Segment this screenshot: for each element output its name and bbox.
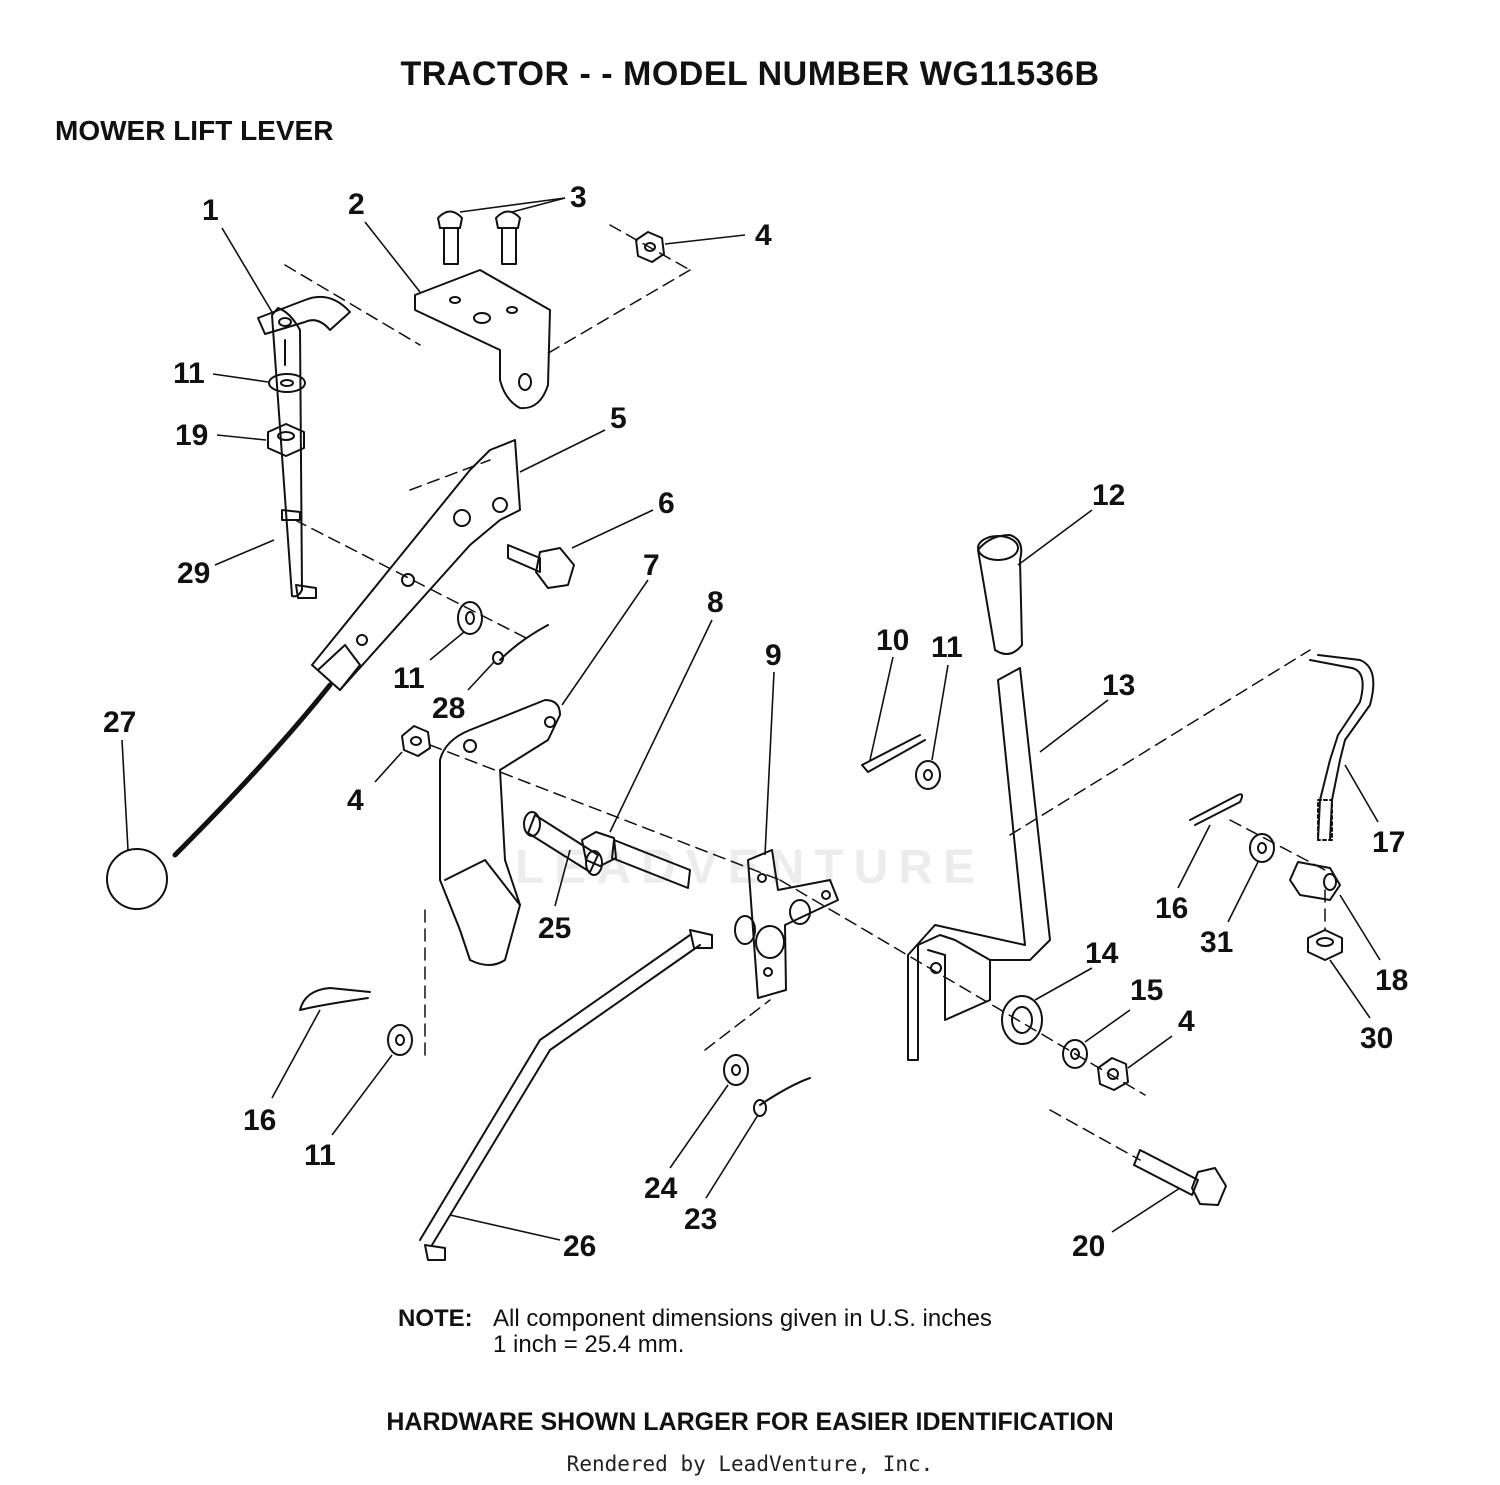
callout: 4 <box>347 784 364 817</box>
callout: 26 <box>563 1230 596 1263</box>
part-19-nut <box>267 423 305 457</box>
callout: 11 <box>304 1139 336 1172</box>
part-11-washer-b <box>457 601 483 635</box>
part-16-hairpin-b <box>299 987 371 1011</box>
callout: 3 <box>570 181 587 214</box>
part-25-spacer <box>523 811 603 876</box>
part-24-washer <box>723 1054 749 1086</box>
callout: 4 <box>755 219 772 252</box>
hardware-notice: HARDWARE SHOWN LARGER FOR EASIER IDENTIF… <box>386 1408 1114 1436</box>
callout: 10 <box>876 624 909 657</box>
callout: 6 <box>658 487 675 520</box>
part-8-bolt <box>581 831 691 889</box>
callout: 8 <box>707 586 724 619</box>
part-4-nut-right <box>1097 1057 1129 1091</box>
part-23-cotter-pin <box>759 1077 811 1106</box>
part-27-cable <box>172 682 333 858</box>
callout: 17 <box>1372 826 1405 859</box>
callout: 2 <box>348 188 365 221</box>
note-line-1: All component dimensions given in U.S. i… <box>493 1305 992 1332</box>
callout: 31 <box>1200 926 1233 959</box>
part-29-link <box>271 307 317 599</box>
part-9-pivot-plate <box>734 849 839 999</box>
leader-lines <box>121 197 1381 1241</box>
callout: 27 <box>103 706 136 739</box>
callout-labels: 1 2 3 4 11 19 5 6 29 27 11 28 4 7 8 25 9… <box>103 181 1408 1263</box>
callout: 11 <box>173 357 205 390</box>
callout: 14 <box>1085 937 1119 970</box>
callout: 15 <box>1130 974 1163 1007</box>
note-line-2: 1 inch = 25.4 mm. <box>493 1331 685 1358</box>
part-14-bushing <box>1001 995 1043 1045</box>
part-4-nut-top <box>635 231 665 263</box>
part-5-lift-arm <box>311 439 521 691</box>
part-10-cotter-pin <box>861 734 926 773</box>
part-11-washer-d <box>387 1024 413 1056</box>
callout: 16 <box>1155 892 1188 925</box>
callout: 4 <box>1178 1005 1195 1038</box>
callout: 9 <box>765 639 782 672</box>
callout: 11 <box>931 631 963 664</box>
callout: 13 <box>1102 669 1135 702</box>
part-12-handle-grip <box>977 534 1023 655</box>
page-title: TRACTOR - - MODEL NUMBER WG11536B <box>400 55 1100 93</box>
callout: 30 <box>1360 1022 1393 1055</box>
part-15-washer <box>1062 1039 1088 1069</box>
callout: 1 <box>202 194 219 227</box>
assembly-lines <box>284 224 1326 1161</box>
callout: 12 <box>1092 479 1125 512</box>
callout: 18 <box>1375 964 1408 997</box>
part-2-bracket <box>414 269 551 410</box>
section-title: MOWER LIFT LEVER <box>55 115 334 146</box>
part-3-bolts <box>437 210 521 265</box>
part-6-bolt <box>507 544 575 589</box>
note-block: NOTE: All component dimensions given in U… <box>398 1306 992 1358</box>
part-11-washer-c <box>915 760 941 790</box>
part-18-ferrule <box>1289 861 1341 901</box>
part-27-knob <box>106 848 168 910</box>
part-30-nut <box>1307 929 1343 961</box>
callout: 16 <box>243 1104 276 1137</box>
callout: 28 <box>432 692 465 725</box>
part-11-washer-a <box>268 373 306 393</box>
callout: 25 <box>538 912 571 945</box>
callout: 24 <box>644 1172 678 1205</box>
part-7-plate <box>439 699 561 966</box>
callout: 19 <box>175 419 208 452</box>
callout: 20 <box>1072 1230 1105 1263</box>
part-16-hairpin-a <box>1189 793 1244 826</box>
callout: 11 <box>393 662 425 695</box>
part-26-link-rod <box>419 929 713 1261</box>
part-31-washer <box>1249 833 1275 863</box>
part-1-clip <box>257 296 351 366</box>
note-label: NOTE: <box>398 1305 473 1332</box>
part-17-rod <box>1309 654 1375 841</box>
note-body: All component dimensions given in U.S. i… <box>493 1306 992 1358</box>
part-20-bolt <box>1133 1149 1227 1206</box>
part-28-cotter-pin <box>499 624 549 661</box>
callout: 23 <box>684 1203 717 1236</box>
callout: 7 <box>643 549 660 582</box>
rendered-by-credit: Rendered by LeadVenture, Inc. <box>566 1452 934 1476</box>
part-4-nut-mid <box>401 725 431 757</box>
callout: 5 <box>610 402 627 435</box>
part-13-lift-lever <box>907 667 1051 1061</box>
callout: 29 <box>177 557 210 590</box>
